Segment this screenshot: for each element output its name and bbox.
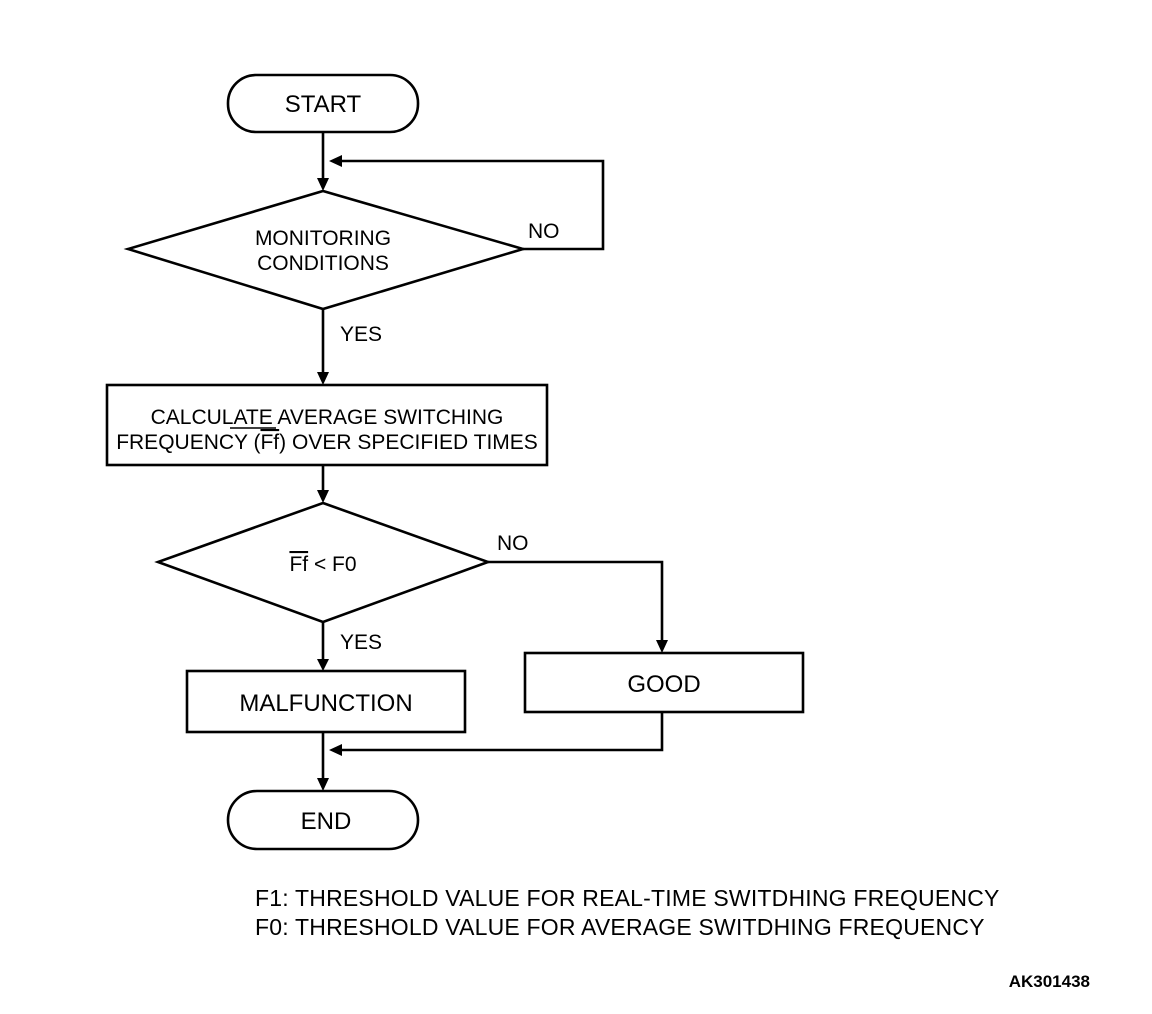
malfunction-label: MALFUNCTION	[239, 690, 412, 717]
monitoring-label-line1: MONITORING	[255, 227, 391, 250]
monitoring-no-label: NO	[528, 220, 560, 243]
connector-compare-yes-to-malfunction	[317, 622, 329, 671]
good-label: GOOD	[627, 671, 700, 698]
connector-compare-no-to-good	[488, 560, 668, 653]
compare-ff-symbol: Ff	[289, 553, 308, 576]
monitoring-conditions-decision: MONITORING CONDITIONS	[123, 189, 528, 311]
compare-yes-label: YES	[340, 631, 382, 654]
compare-label: Ff < F0	[289, 553, 356, 576]
note-f0: F0: THRESHOLD VALUE FOR AVERAGE SWITDHIN…	[255, 914, 985, 940]
connector-monitoring-yes	[317, 309, 329, 385]
connector-start-to-monitoring	[317, 132, 329, 191]
connector-calculate-to-compare	[317, 465, 329, 503]
start-label: START	[285, 91, 362, 118]
monitoring-yes-label: YES	[340, 323, 382, 346]
figure-code: AK301438	[1009, 972, 1090, 991]
end-label: END	[301, 808, 352, 835]
start-node: START	[226, 73, 420, 134]
calculate-ff-symbol: Ff	[260, 431, 279, 454]
good-process: GOOD	[523, 651, 805, 714]
calculate-process: CALCULATE AVERAGE SWITCHING FREQUENCY (F…	[105, 383, 549, 467]
compare-no-label: NO	[497, 532, 529, 555]
malfunction-process: MALFUNCTION	[185, 669, 467, 734]
calculate-label-line1: CALCULATE AVERAGE SWITCHING	[151, 406, 504, 429]
monitoring-label-line2: CONDITIONS	[257, 252, 389, 275]
compare-decision: Ff < F0	[154, 501, 492, 624]
connector-good-to-merge	[329, 712, 664, 756]
connector-malfunction-to-end	[317, 732, 329, 791]
note-f1: F1: THRESHOLD VALUE FOR REAL-TIME SWITDH…	[255, 885, 1000, 911]
calculate-label-line2: FREQUENCY (Ff) OVER SPECIFIED TIMES	[116, 431, 538, 454]
connector-monitoring-no-loop	[329, 155, 605, 251]
end-node: END	[226, 789, 420, 851]
